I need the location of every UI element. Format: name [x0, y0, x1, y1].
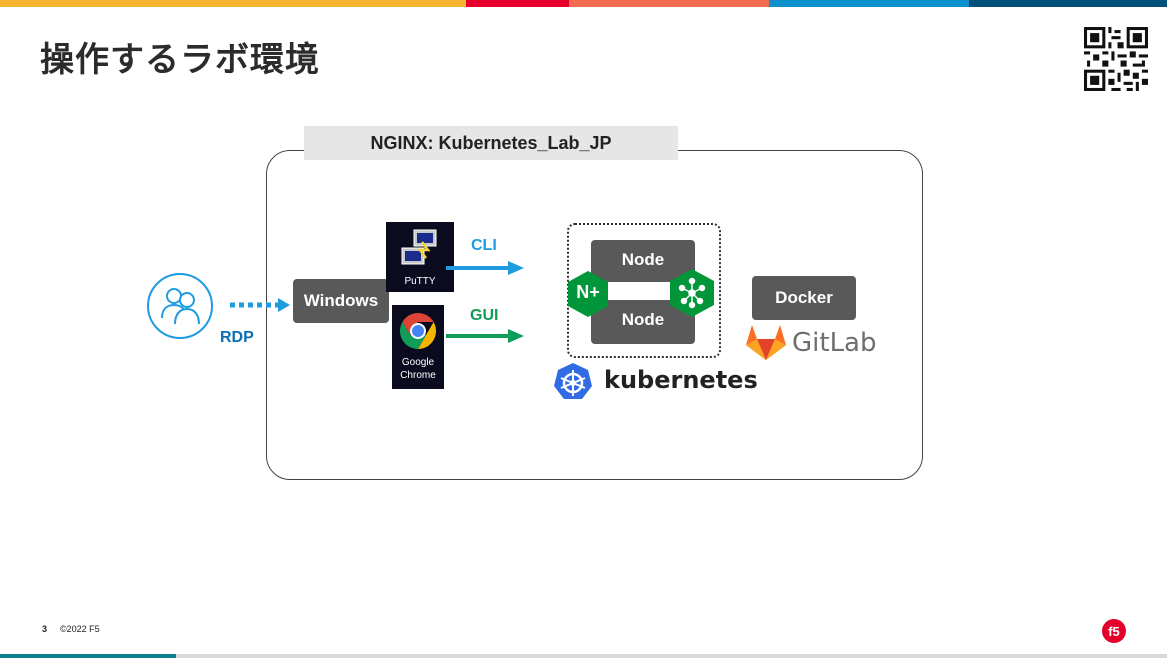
gitlab-label: GitLab	[792, 328, 877, 358]
gitlab-logo-icon	[746, 325, 786, 360]
frame-label: NGINX: Kubernetes_Lab_JP	[304, 126, 678, 160]
kubernetes-logo-icon	[554, 363, 592, 399]
chrome-label-2: Chrome	[400, 370, 436, 381]
putty-label: PuTTY	[404, 276, 436, 287]
qr-code-icon	[1084, 27, 1148, 91]
nginx-plus-icon	[568, 271, 608, 317]
putty-terminal-icon	[401, 229, 437, 265]
page-number: 3	[42, 624, 48, 634]
node-bottom-label: Node	[621, 310, 665, 329]
slide-title: 操作するラボ環境	[40, 40, 320, 80]
bar-segment-blue	[769, 0, 969, 7]
bar-segment-yellow	[0, 0, 466, 7]
users-icon	[147, 273, 213, 339]
bottom-bar-accent	[0, 654, 176, 658]
bottom-bar	[176, 654, 1167, 658]
windows-label: Windows	[303, 291, 379, 310]
top-color-bar	[0, 0, 1167, 7]
svg-text:f5: f5	[1108, 624, 1120, 639]
gui-arrow	[446, 329, 524, 343]
bar-segment-orange	[569, 0, 769, 7]
putty-icon[interactable]: PuTTY	[386, 222, 454, 292]
f5-logo-icon: f5	[1102, 619, 1126, 643]
cli-label: CLI	[471, 237, 497, 254]
windows-box: Windows	[293, 279, 389, 323]
cli-arrow	[446, 261, 524, 275]
copyright: ©2022 F5	[60, 624, 100, 634]
gui-label: GUI	[470, 307, 499, 324]
network-mesh-icon	[670, 269, 714, 317]
node-top-label: Node	[621, 250, 665, 269]
bar-segment-red	[466, 0, 569, 7]
rdp-arrow	[230, 298, 290, 312]
chrome-icon[interactable]: Google Chrome	[392, 305, 444, 389]
docker-box: Docker	[752, 276, 856, 320]
node-box-top: Node	[591, 240, 695, 282]
chrome-logo-icon	[399, 313, 437, 349]
nginx-plus-label: N+	[576, 282, 600, 302]
chrome-label-1: Google	[401, 357, 435, 368]
kubernetes-label: kubernetes	[604, 366, 758, 394]
docker-label: Docker	[775, 288, 833, 307]
rdp-label: RDP	[220, 329, 254, 346]
bar-segment-navy	[969, 0, 1167, 7]
